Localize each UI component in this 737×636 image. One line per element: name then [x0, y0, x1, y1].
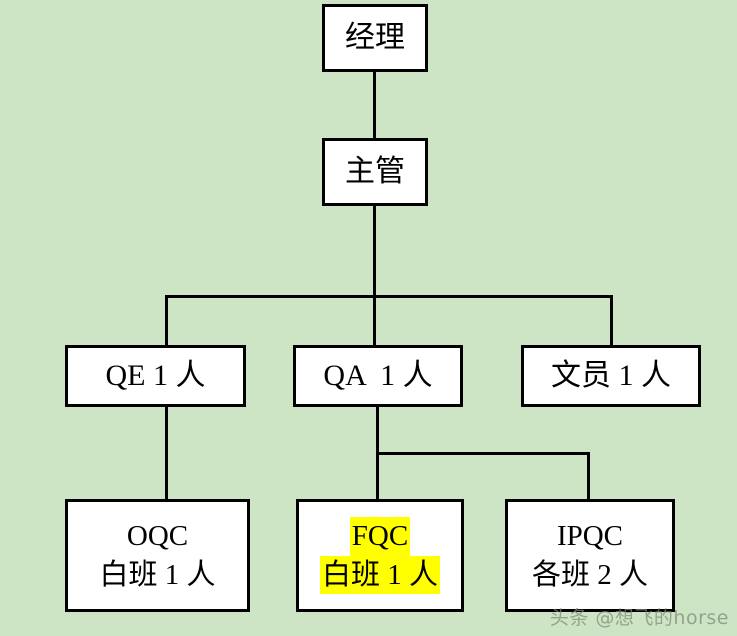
connector-level2-bar [165, 295, 613, 298]
connector-manager-to-supervisor [373, 68, 376, 141]
node-qa-label: QA 1 人 [323, 359, 433, 393]
node-clerk[interactable]: 文员 1 人 [521, 345, 701, 407]
node-supervisor-label: 主管 [345, 155, 405, 189]
node-manager[interactable]: 经理 [322, 4, 428, 72]
node-ipqc[interactable]: IPQC 各班 2 人 [505, 499, 675, 612]
node-ipqc-title: IPQC [556, 520, 624, 553]
node-qe-label: QE 1 人 [105, 359, 206, 393]
node-oqc-detail: 白班 1 人 [99, 558, 216, 591]
connector-supervisor-down [373, 204, 376, 297]
connector-bar-to-qa [373, 295, 376, 347]
node-fqc-title: FQC [349, 517, 411, 556]
node-qe[interactable]: QE 1 人 [65, 345, 246, 407]
node-supervisor[interactable]: 主管 [322, 138, 428, 206]
node-clerk-label: 文员 1 人 [551, 359, 671, 393]
node-manager-label: 经理 [345, 21, 405, 55]
connector-qe-to-oqc [165, 405, 168, 500]
connector-bar-to-qe [165, 295, 168, 347]
node-fqc-detail: 白班 1 人 [319, 555, 440, 594]
node-ipqc-detail: 各班 2 人 [531, 558, 648, 591]
node-oqc[interactable]: OQC 白班 1 人 [65, 499, 250, 612]
connector-bar-to-clerk [610, 295, 613, 347]
connector-branch-to-ipqc [587, 452, 590, 500]
node-fqc[interactable]: FQC 白班 1 人 [296, 499, 464, 612]
connector-qa-branch-bar [376, 452, 590, 455]
node-oqc-title: OQC [126, 520, 189, 553]
node-qa[interactable]: QA 1 人 [293, 345, 463, 407]
